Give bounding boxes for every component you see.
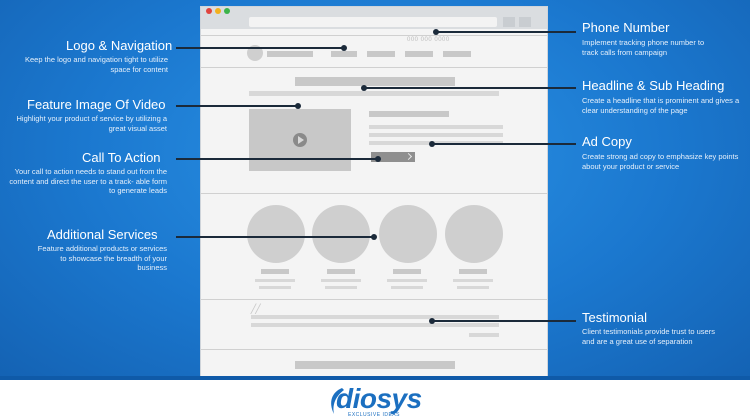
landing-page-wireframe: 000 000 0000 // (200, 6, 548, 378)
additional-services-connector (176, 236, 374, 238)
swoosh-icon (331, 388, 344, 414)
feature-image-title: Feature Image Of Video (27, 97, 166, 112)
toolbar-button (519, 17, 531, 27)
testimonial-author (469, 333, 499, 337)
logo-navigation-title: Logo & Navigation (66, 38, 173, 53)
service-text-placeholder (391, 286, 423, 289)
logo-navigation-connector (176, 47, 344, 49)
headline-title: Headline & Sub Heading (582, 78, 725, 93)
nav-item-placeholder (405, 51, 433, 57)
headline-desc: Create a headline that is prominent and … (582, 96, 740, 115)
nav-divider-bottom (201, 67, 547, 68)
logo-placeholder (247, 45, 263, 61)
testimonial-line (251, 323, 499, 327)
address-bar (249, 17, 497, 27)
headline-connector (364, 87, 576, 89)
call-to-action-title: Call To Action (82, 150, 161, 165)
service-text-placeholder (321, 279, 361, 282)
chevron-right-icon (404, 152, 413, 161)
service-image-placeholder (379, 205, 437, 263)
logo-navigation-desc: Keep the logo and navigation tight to ut… (24, 55, 168, 74)
nav-item-placeholder (443, 51, 471, 57)
testimonial-desc: Client testimonials provide trust to use… (582, 327, 715, 346)
subheading-placeholder (249, 91, 499, 96)
phone-number-desc: Implement tracking phone number to track… (582, 38, 705, 57)
section-divider (201, 299, 547, 300)
footer-band (0, 376, 750, 380)
headline-pin (361, 85, 367, 91)
quote-mark-icon: // (251, 301, 260, 318)
phone-number-pin (433, 29, 439, 35)
toolbar-button (503, 17, 515, 27)
phone-number-placeholder: 000 000 0000 (407, 37, 450, 43)
diosys-logo: diosys EXCLUSIVE IDEAS (326, 384, 426, 418)
maximize-dot-icon (224, 8, 230, 14)
service-image-placeholder (312, 205, 370, 263)
minimize-dot-icon (215, 8, 221, 14)
testimonial-connector (432, 320, 576, 322)
service-title-placeholder (327, 269, 355, 274)
brand-tagline: EXCLUSIVE IDEAS (348, 412, 400, 418)
close-dot-icon (206, 8, 212, 14)
ad-copy-line (369, 125, 503, 129)
testimonial-title: Testimonial (582, 310, 648, 325)
testimonial-pin (429, 318, 435, 324)
nav-item-placeholder (331, 51, 357, 57)
ad-copy-line (369, 133, 503, 137)
feature-image-desc: Highlight your product of service by uti… (16, 114, 168, 133)
ad-copy-title-placeholder (369, 111, 449, 117)
footer-placeholder (295, 361, 455, 369)
logo-navigation-pin (341, 45, 347, 51)
service-text-placeholder (325, 286, 357, 289)
call-to-action-desc: Your call to action needs to stand out f… (9, 167, 167, 195)
ad-copy-connector (432, 143, 576, 145)
section-divider (201, 193, 547, 194)
service-title-placeholder (459, 269, 487, 274)
service-text-placeholder (457, 286, 489, 289)
ad-copy-desc: Create strong ad copy to emphasize key p… (582, 152, 739, 171)
headline-placeholder (295, 77, 455, 86)
service-title-placeholder (261, 269, 289, 274)
service-title-placeholder (393, 269, 421, 274)
service-image-placeholder (247, 205, 305, 263)
service-text-placeholder (387, 279, 427, 282)
service-text-placeholder (259, 286, 291, 289)
service-text-placeholder (255, 279, 295, 282)
play-icon (293, 133, 307, 147)
additional-services-desc: Feature additional products or services … (37, 244, 167, 272)
nav-divider-top (201, 35, 547, 36)
ad-copy-title: Ad Copy (582, 134, 632, 149)
nav-item-placeholder (367, 51, 395, 57)
logo-text-placeholder (267, 51, 313, 57)
ad-copy-pin (429, 141, 435, 147)
service-image-placeholder (445, 205, 503, 263)
phone-number-connector (436, 31, 576, 33)
feature-image-connector (176, 105, 298, 107)
feature-image-pin (295, 103, 301, 109)
brand-footer (0, 380, 750, 420)
brand-name: diosys (336, 383, 422, 414)
phone-number-title: Phone Number (582, 20, 670, 35)
cta-button-placeholder (371, 152, 415, 162)
call-to-action-pin (375, 156, 381, 162)
call-to-action-connector (176, 158, 378, 160)
service-text-placeholder (453, 279, 493, 282)
additional-services-pin (371, 234, 377, 240)
additional-services-title: Additional Services (47, 227, 158, 242)
section-divider (201, 349, 547, 350)
testimonial-line (251, 315, 499, 319)
